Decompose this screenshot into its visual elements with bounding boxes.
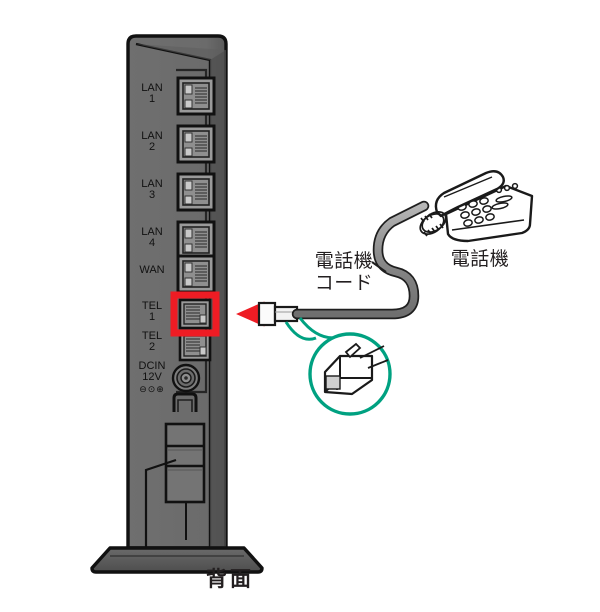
port-lan1[interactable] bbox=[176, 76, 216, 116]
port-label-lan3: LAN 3 bbox=[141, 178, 163, 202]
port-dcin[interactable] bbox=[171, 363, 201, 393]
port-tel1[interactable] bbox=[178, 298, 212, 330]
cord-label: 電話機 コード bbox=[314, 250, 374, 295]
telephone-device bbox=[419, 170, 534, 243]
telephone-label: 電話機 bbox=[450, 248, 510, 270]
port-lan3[interactable] bbox=[176, 172, 216, 212]
router-device bbox=[90, 34, 264, 574]
cable-hook bbox=[172, 392, 198, 412]
port-label-wan: WAN bbox=[139, 264, 165, 276]
port-lan2[interactable] bbox=[176, 124, 216, 164]
magnifier-callout bbox=[284, 317, 392, 416]
port-label-dcin: DCIN 12V bbox=[138, 360, 166, 384]
port-label-tel1: TEL 1 bbox=[141, 300, 163, 324]
handset-coil-cord bbox=[419, 211, 447, 237]
port-label-lan4: LAN 4 bbox=[141, 226, 163, 250]
telephone-cord bbox=[291, 200, 430, 320]
port-label-lan2: LAN 2 bbox=[141, 130, 163, 154]
port-label-tel2: TEL 2 bbox=[141, 330, 163, 354]
port-lan4[interactable] bbox=[176, 220, 216, 260]
port-group-rj45 bbox=[176, 76, 216, 294]
tel1-highlight-box bbox=[170, 291, 220, 337]
rj11-plug-magnified bbox=[323, 342, 389, 396]
rj11-plug bbox=[257, 301, 299, 327]
port-wan[interactable] bbox=[176, 254, 216, 294]
router-base-stand bbox=[90, 546, 264, 574]
port-label-lan1: LAN 1 bbox=[141, 82, 163, 106]
vent-block bbox=[164, 422, 206, 540]
dcin-polarity-icon: ⊖⊙⊕ bbox=[139, 384, 165, 394]
port-tel2[interactable] bbox=[178, 330, 212, 362]
rear-panel-caption: 背面 bbox=[206, 567, 254, 591]
